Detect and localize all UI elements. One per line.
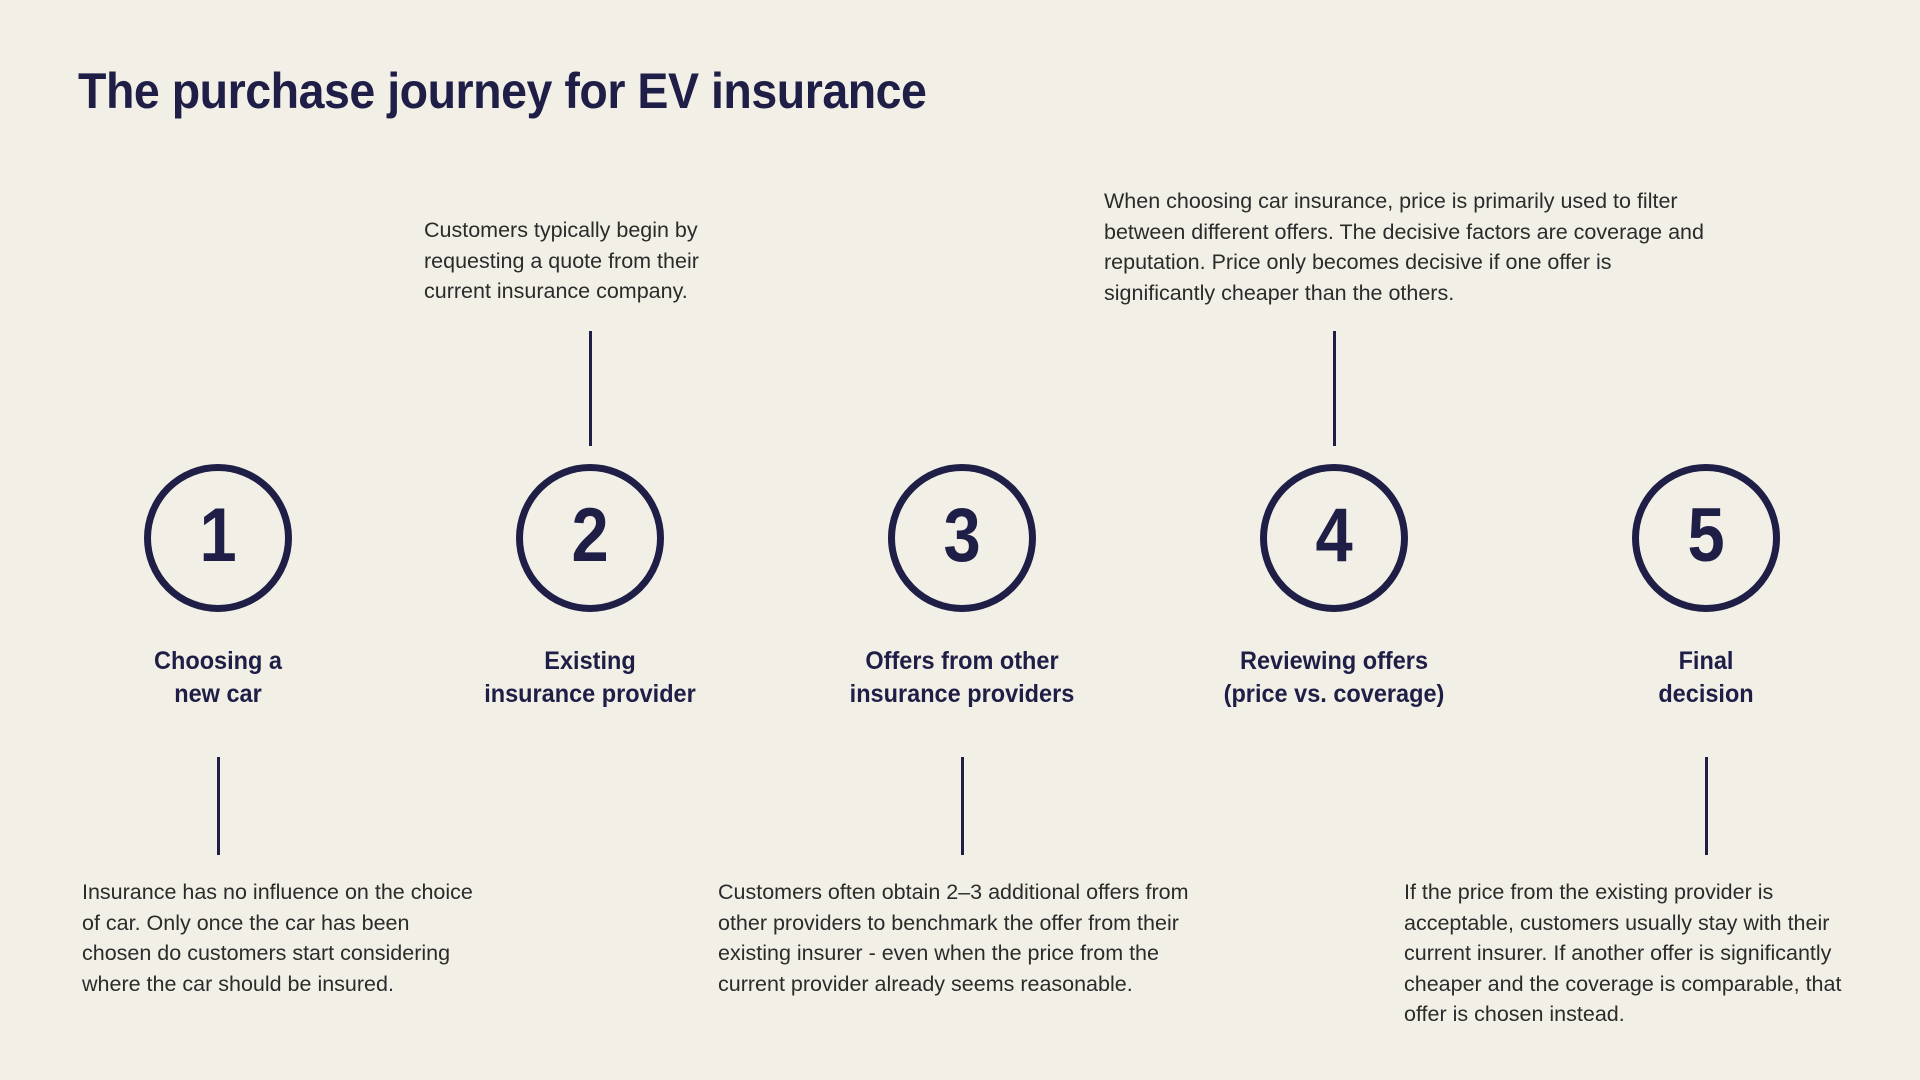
step-1-note: Insurance has no influence on the choice… — [82, 880, 473, 996]
step-1-circle: 1 — [144, 464, 292, 612]
step-4-note: When choosing car insurance, price is pr… — [1104, 189, 1704, 305]
step-5-note: If the price from the existing provider … — [1404, 880, 1842, 1027]
step-2-circle: 2 — [516, 464, 664, 612]
step-4-connector-line — [1333, 331, 1336, 446]
step-5-connector-line — [1705, 757, 1708, 855]
page-title: The purchase journey for EV insurance — [78, 63, 927, 119]
step-3-circle: 3 — [888, 464, 1036, 612]
step-5-label: Final decision — [1658, 647, 1754, 708]
step-3-connector-line — [961, 757, 964, 855]
step-1-number: 1 — [199, 493, 237, 578]
step-2-label: Existing insurance provider — [484, 647, 696, 708]
step-3-label: Offers from other insurance providers — [849, 647, 1075, 708]
step-5-circle: 5 — [1632, 464, 1780, 612]
step-1-label: Choosing a new car — [154, 647, 282, 708]
step-4-circle: 4 — [1260, 464, 1408, 612]
step-3-number: 3 — [943, 493, 981, 578]
step-4-number: 4 — [1315, 493, 1353, 578]
step-2-note: Customers typically begin by requesting … — [424, 218, 699, 304]
step-2-connector-line — [589, 331, 592, 446]
step-5-number: 5 — [1687, 493, 1725, 578]
step-1-connector-line — [217, 757, 220, 855]
step-4-label: Reviewing offers (price vs. coverage) — [1223, 647, 1445, 708]
step-2-number: 2 — [571, 493, 609, 578]
step-3-note: Customers often obtain 2–3 additional of… — [718, 880, 1189, 996]
